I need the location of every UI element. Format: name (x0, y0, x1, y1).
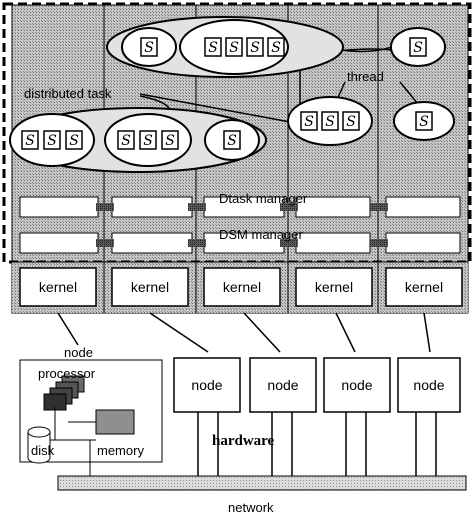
disk-label: disk (31, 443, 55, 458)
kernel-box: kernel (386, 268, 462, 306)
kernel-box: kernel (112, 268, 188, 306)
svg-text:S: S (325, 114, 335, 130)
svg-text:S: S (208, 40, 218, 56)
thread-icon: S (301, 112, 317, 130)
svg-text:S: S (419, 114, 429, 130)
kernel-label: kernel (315, 279, 353, 295)
thread-icon: S (416, 112, 432, 130)
kernel-boxes: kernel kernel kernel kernel kernel (20, 268, 462, 306)
svg-text:S: S (413, 40, 423, 56)
thread-icon: S (410, 38, 426, 56)
node-label: node (341, 377, 372, 393)
svg-text:S: S (165, 133, 175, 149)
network-bus (58, 476, 466, 490)
thread-icon: S (140, 131, 156, 149)
thread-icon: S (44, 131, 60, 149)
svg-text:S: S (25, 133, 35, 149)
svg-text:S: S (143, 133, 153, 149)
thread-icon: S (343, 112, 359, 130)
svg-text:S: S (229, 40, 239, 56)
thread-icon: S (205, 38, 221, 56)
svg-text:S: S (121, 133, 131, 149)
thread-icon: S (247, 38, 263, 56)
svg-text:S: S (47, 133, 57, 149)
svg-text:S: S (250, 40, 260, 56)
svg-text:S: S (144, 40, 154, 56)
hardware-node: node (324, 358, 390, 412)
kernel-box: kernel (204, 268, 280, 306)
hardware-node: node (174, 358, 240, 412)
network-label: network (228, 500, 274, 515)
dtask-manager-label: Dtask manager (219, 191, 308, 206)
hardware-node: node (250, 358, 316, 412)
hardware-label: hardware (212, 433, 275, 449)
svg-text:S: S (227, 133, 237, 149)
memory-label: memory (97, 443, 144, 458)
thread-icon: S (224, 131, 240, 149)
kernel-box: kernel (20, 268, 96, 306)
node-label: node (191, 377, 222, 393)
thread-icon: S (162, 131, 178, 149)
memory-chip (96, 410, 134, 434)
processor-label: processor (38, 366, 96, 381)
thread-icon: S (22, 131, 38, 149)
thread-icon: S (268, 38, 284, 56)
node-label: node (267, 377, 298, 393)
hardware-node: node (398, 358, 460, 412)
dsm-manager-label: DSM manager (219, 227, 303, 242)
hardware-nodes: node node node node (174, 358, 460, 412)
svg-text:S: S (69, 133, 79, 149)
node-caption: node (64, 345, 93, 360)
thread-icon: S (141, 38, 157, 56)
svg-text:S: S (304, 114, 314, 130)
thread-icon: S (226, 38, 242, 56)
thread-icon: S (66, 131, 82, 149)
node-label: node (413, 377, 444, 393)
svg-text:S: S (346, 114, 356, 130)
thread-icon: S (118, 131, 134, 149)
kernel-to-node-lines (58, 313, 430, 352)
kernel-label: kernel (223, 279, 261, 295)
distributed-task-label: distributed task (24, 86, 112, 101)
kernel-label: kernel (131, 279, 169, 295)
thread-label: thread (347, 69, 384, 84)
thread-icon: S (322, 112, 338, 130)
kernel-label: kernel (405, 279, 443, 295)
svg-text:S: S (271, 40, 281, 56)
kernel-box: kernel (296, 268, 372, 306)
kernel-label: kernel (39, 279, 77, 295)
